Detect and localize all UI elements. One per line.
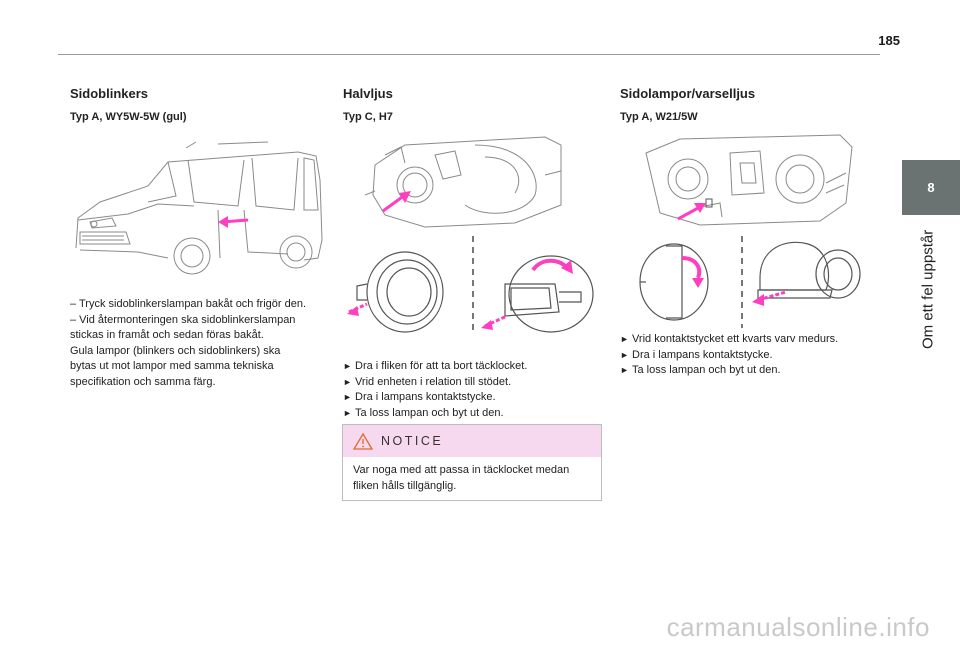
body-line: – Vid återmonteringen ska sidoblinkersla…	[70, 313, 296, 326]
section-subheading-halvljus: Typ C, H7	[343, 111, 393, 123]
step-item: ►Ta loss lampan och byt ut den.	[343, 406, 527, 422]
step-item: ►Dra i fliken för att ta bort täcklocket…	[343, 359, 527, 375]
headlamp-unit-illustration	[645, 134, 853, 226]
headlamp-rear-illustration	[365, 136, 562, 228]
bullet-arrow: ►	[343, 407, 352, 418]
connector-illustration	[639, 236, 861, 328]
section-body-sidoblinkers: – Tryck sidoblinkerslampan bakåt och fri…	[70, 297, 335, 390]
body-line: Gula lampor (blinkers och sidoblinkers) …	[70, 344, 281, 357]
body-line: – Tryck sidoblinkerslampan bakåt och fri…	[70, 298, 307, 310]
bullet-arrow: ►	[620, 334, 629, 344]
section-subheading-sidoblinkers: Typ A, WY5W-5W (gul)	[70, 111, 187, 123]
section-subheading-sidolampor: Typ A, W21/5W	[620, 111, 698, 123]
bullet-arrow: ►	[343, 376, 352, 387]
section-steps-halvljus: ►Dra i fliken för att ta bort täcklocket…	[343, 359, 527, 421]
watermark: carmanualsonline.info	[666, 612, 930, 642]
chapter-number: 8	[927, 180, 935, 195]
notice-line: Var noga med att passa in täcklocket med…	[353, 464, 570, 476]
notice-header: NOTICE	[343, 425, 601, 457]
body-line: bytas ut mot lampor med samma tekniska	[70, 360, 274, 372]
bullet-arrow: ►	[620, 365, 629, 375]
warning-triangle-icon	[353, 432, 373, 450]
notice-box: NOTICE Var noga med att passa in täckloc…	[342, 424, 602, 501]
step-item: ►Ta loss lampan och byt ut den.	[620, 363, 838, 379]
header-rule	[58, 54, 880, 55]
step-item: ►Dra i lampans kontaktstycke.	[343, 390, 527, 406]
page-number: 185	[878, 33, 900, 48]
step-item: ►Vrid kontaktstycket ett kvarts varv med…	[620, 332, 838, 348]
bullet-arrow: ►	[620, 349, 629, 360]
bullet-arrow: ►	[343, 392, 352, 402]
step-item: ►Vrid enheten i relation till stödet.	[343, 375, 527, 391]
van-side-illustration	[75, 141, 323, 275]
section-heading-halvljus: Halvljus	[343, 86, 393, 101]
section-heading-sidolampor: Sidolampor/varselljus	[620, 86, 756, 101]
notice-title: NOTICE	[381, 434, 444, 448]
chapter-tab[interactable]: 8	[902, 160, 960, 215]
chapter-title: Om ett fel uppstår	[919, 229, 937, 349]
cover-and-bulb-illustration	[347, 236, 594, 334]
notice-text: Var noga med att passa in täcklocket med…	[343, 457, 601, 500]
notice-line: fliken hålls tillgänglig.	[353, 479, 457, 492]
bullet-arrow: ►	[343, 361, 352, 371]
section-heading-sidoblinkers: Sidoblinkers	[70, 86, 149, 101]
step-item: ►Dra i lampans kontaktstycke.	[620, 348, 838, 364]
body-line: specifikation och samma färg.	[70, 375, 216, 388]
section-steps-sidolampor: ►Vrid kontaktstycket ett kvarts varv med…	[620, 332, 838, 379]
body-line: stickas in framåt och sedan föras bakåt.	[70, 329, 264, 341]
